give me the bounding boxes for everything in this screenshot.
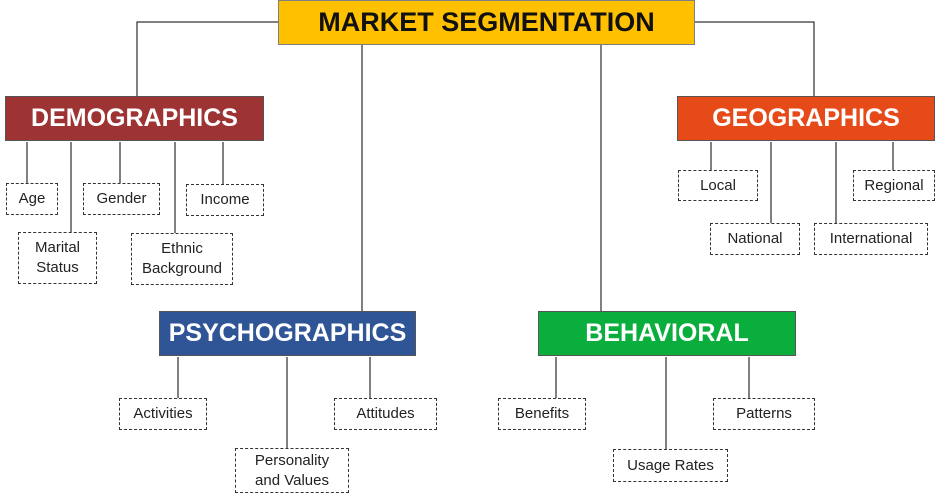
leaf-marital-status: Marital Status	[18, 232, 97, 284]
leaf-gender: Gender	[83, 183, 160, 215]
leaf-ethnic-background: Ethnic Background	[131, 233, 233, 285]
leaf-international: International	[814, 223, 928, 255]
category-geographics: GEOGRAPHICS	[677, 96, 935, 141]
leaf-activities: Activities	[119, 398, 207, 430]
leaf-benefits: Benefits	[498, 398, 586, 430]
leaf-usage-rates: Usage Rates	[613, 449, 728, 482]
category-psychographics: PSYCHOGRAPHICS	[159, 311, 416, 356]
root-market-segmentation: MARKET SEGMENTATION	[278, 0, 695, 45]
leaf-regional: Regional	[853, 170, 935, 201]
leaf-local: Local	[678, 170, 758, 201]
leaf-income: Income	[186, 184, 264, 216]
category-demographics: DEMOGRAPHICS	[5, 96, 264, 141]
leaf-attitudes: Attitudes	[334, 398, 437, 430]
leaf-age: Age	[6, 183, 58, 215]
leaf-national: National	[710, 223, 800, 255]
leaf-personality-and-values: Personality and Values	[235, 448, 349, 493]
category-behavioral: BEHAVIORAL	[538, 311, 796, 356]
leaf-patterns: Patterns	[713, 398, 815, 430]
